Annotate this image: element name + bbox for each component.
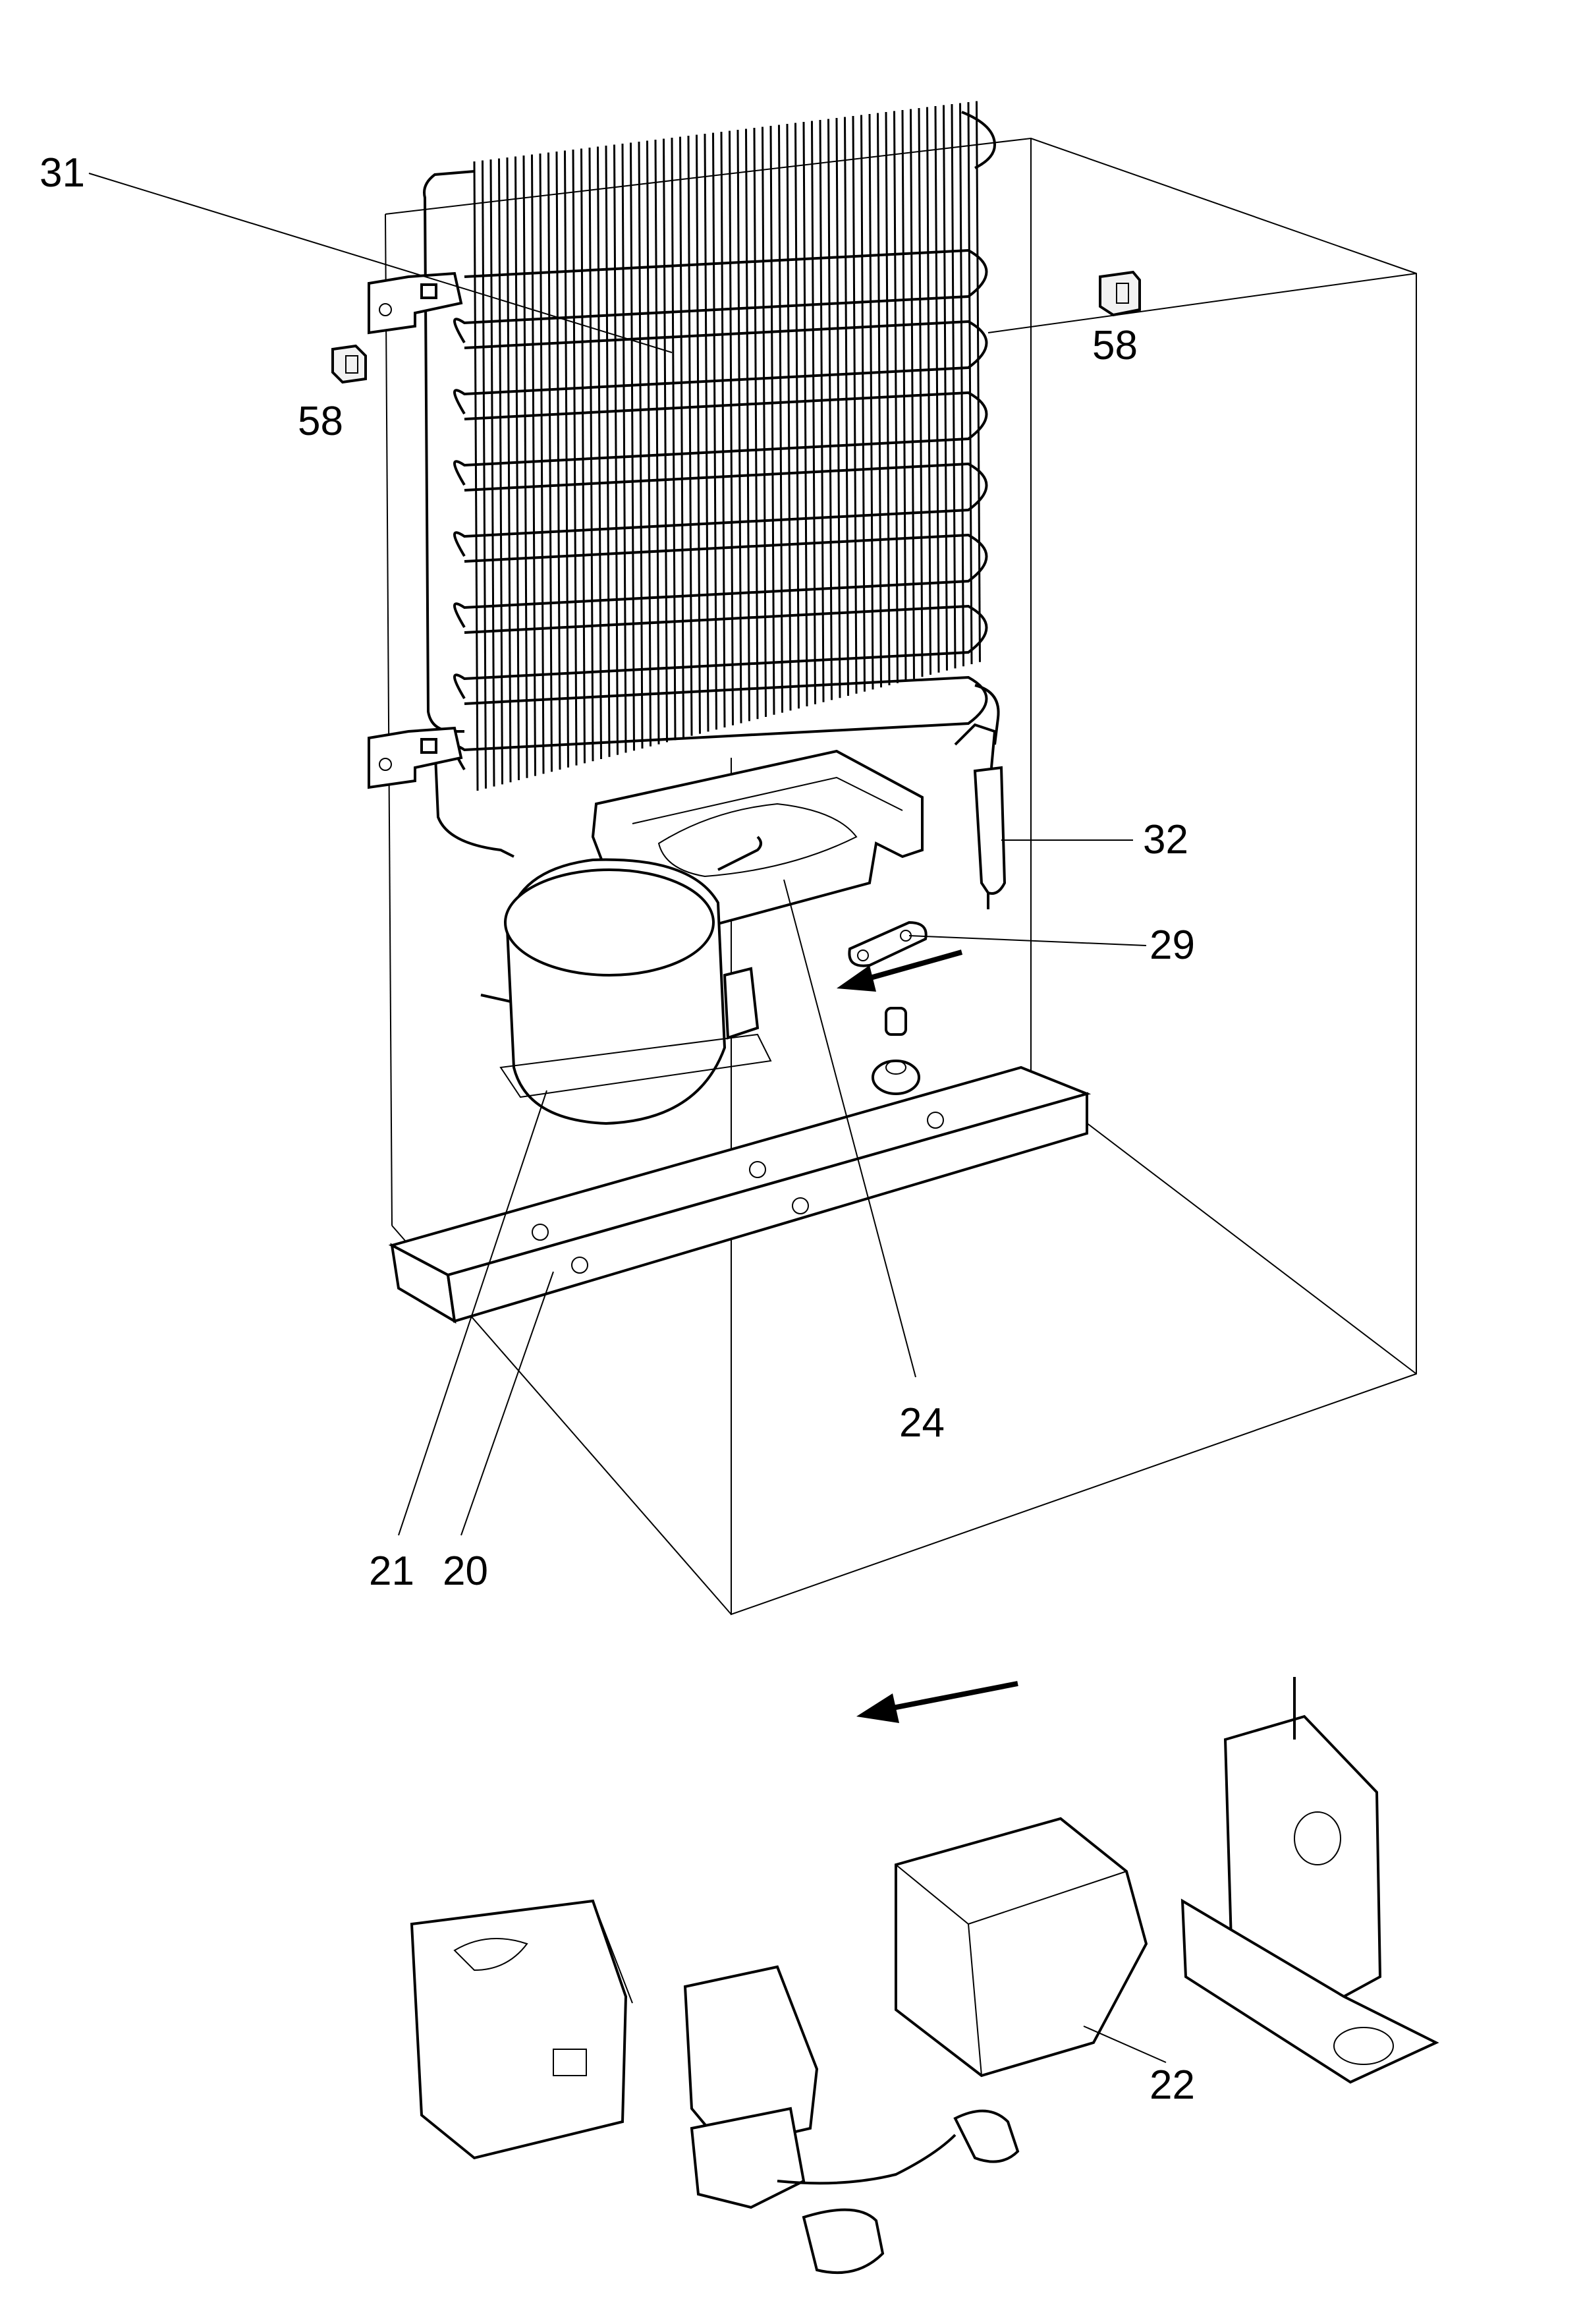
- label-32: 32: [1143, 817, 1188, 863]
- coil-wire: [729, 130, 734, 725]
- mounting-brackets: [368, 271, 463, 789]
- coil-wire: [802, 121, 808, 707]
- label-21: 21: [369, 1548, 414, 1594]
- coil-wire: [654, 139, 660, 745]
- coil-wire: [753, 127, 759, 720]
- coil-wire: [901, 109, 907, 681]
- terminal-cover: [410, 1899, 633, 2160]
- coil-wire: [951, 103, 957, 669]
- leader-lines: [88, 173, 1167, 2063]
- coil-wire: [704, 133, 709, 732]
- coil-wire: [794, 123, 800, 709]
- coil-wire: [868, 113, 874, 690]
- coil-wire: [762, 127, 767, 718]
- condenser-coil: [423, 101, 1000, 858]
- coil-wire: [769, 125, 775, 715]
- base-rail: [388, 1065, 1092, 1324]
- compressor: [480, 836, 772, 1125]
- coil-wire: [605, 145, 611, 757]
- clip-58-left: [331, 344, 367, 384]
- coil-tube-loop: [453, 462, 988, 557]
- coil-wire: [918, 107, 924, 677]
- coil-wire: [959, 103, 964, 667]
- coil-wire: [885, 111, 891, 686]
- coil-wire: [679, 136, 684, 739]
- coil-wire: [621, 143, 627, 753]
- coil-tube-loop: [453, 248, 988, 344]
- coil-wire: [926, 107, 931, 675]
- coil-wire: [506, 157, 512, 783]
- clip-58-right: [1099, 270, 1141, 317]
- grommet-plate: [848, 921, 928, 1095]
- coil-wire: [473, 161, 479, 791]
- relay-starter: [683, 1965, 1020, 2275]
- coil-wire: [539, 153, 545, 774]
- coil-wire: [547, 152, 553, 772]
- coil-wire: [514, 156, 520, 781]
- label-22: 22: [1150, 2062, 1195, 2108]
- coil-wire: [555, 151, 561, 770]
- coil-wire: [588, 147, 594, 762]
- coil-wire: [613, 144, 619, 755]
- coil-wire: [531, 154, 536, 776]
- coil-wire: [976, 101, 981, 662]
- coil-wire: [778, 125, 783, 713]
- coil-wire: [564, 150, 569, 768]
- label-31: 31: [40, 150, 85, 196]
- dryer-filter: [954, 723, 1007, 909]
- coil-wire: [498, 158, 503, 785]
- coil-wire: [827, 119, 833, 700]
- coil-wire: [720, 131, 726, 728]
- label-24: 24: [899, 1400, 945, 1446]
- coil-wire: [696, 134, 701, 734]
- label-29: 29: [1150, 922, 1195, 968]
- coil-wire: [736, 129, 742, 723]
- coil-wire: [819, 119, 825, 702]
- coil-wire: [860, 115, 866, 692]
- coil-wire: [489, 159, 495, 787]
- coil-wire: [638, 141, 644, 749]
- coil-wire: [943, 105, 948, 671]
- coil-wire: [811, 121, 816, 704]
- coil-wire: [687, 135, 693, 736]
- coil-wire: [934, 105, 940, 673]
- coil-wire: [967, 101, 973, 665]
- coil-wire: [786, 123, 792, 711]
- coil-wire: [482, 160, 487, 789]
- coil-wire: [745, 128, 750, 722]
- coil-wire: [597, 146, 602, 760]
- coil-wire: [580, 148, 586, 764]
- coil-wire: [663, 138, 668, 743]
- direction-arrow-lower: [856, 1681, 1018, 1723]
- mounting-plate: [1180, 1677, 1439, 2084]
- label-20: 20: [443, 1548, 488, 1594]
- coil-wire: [893, 111, 899, 683]
- coil-tube-loop: [453, 533, 988, 629]
- coil-wire: [877, 113, 882, 688]
- coil-wire: [712, 132, 717, 730]
- coil-tube-loop: [453, 391, 988, 486]
- coil-wire: [671, 137, 677, 741]
- coil-tube-loop: [453, 320, 988, 415]
- direction-arrow-upper: [837, 949, 963, 992]
- label-58-right: 58: [1092, 323, 1138, 368]
- label-58-left: 58: [298, 399, 343, 444]
- coil-wire: [646, 140, 652, 747]
- coil-wire: [910, 109, 915, 679]
- coil-wire: [835, 117, 841, 698]
- ptc-relay-22: [895, 1817, 1148, 2078]
- coil-wire: [852, 115, 858, 694]
- coil-wire: [522, 155, 528, 778]
- coil-wire: [572, 149, 578, 766]
- coil-wire: [844, 117, 849, 696]
- coil-wire: [630, 142, 635, 751]
